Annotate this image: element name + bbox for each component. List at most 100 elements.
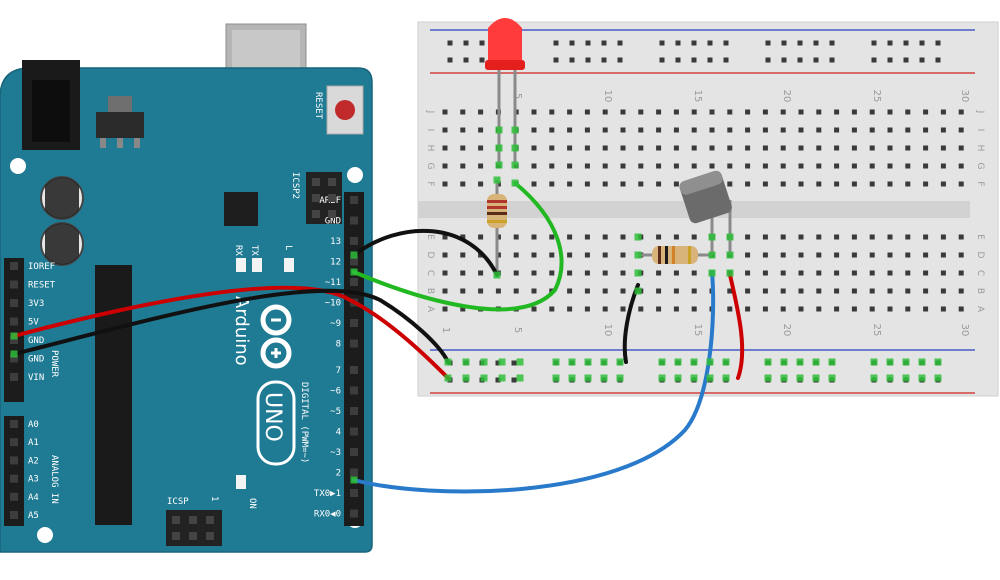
rail-hole xyxy=(871,40,877,46)
rail-hole xyxy=(903,40,909,46)
breadboard-hole xyxy=(923,163,929,169)
breadboard-hole xyxy=(798,306,804,312)
column-number: 5 xyxy=(512,93,523,99)
row-letter: A xyxy=(975,306,985,313)
column-number: 15 xyxy=(692,324,703,337)
connection-dot xyxy=(511,179,519,187)
breadboard-hole xyxy=(442,306,448,312)
header-pin xyxy=(350,216,358,225)
wire-gnd-rail[interactable] xyxy=(12,288,450,364)
breadboard-hole xyxy=(709,145,715,151)
breadboard-hole xyxy=(940,109,946,115)
tilt-sensor[interactable] xyxy=(678,169,733,255)
breadboard-hole xyxy=(584,288,590,294)
breadboard-hole xyxy=(460,127,466,133)
breadboard-hole xyxy=(460,109,466,115)
breadboard-hole xyxy=(478,145,484,151)
connection-dot xyxy=(726,251,734,259)
pin-label: ~11 xyxy=(325,278,341,288)
wire-pin13-led[interactable] xyxy=(352,181,564,312)
breadboard-hole xyxy=(549,270,555,276)
breadboard-hole xyxy=(513,288,519,294)
breadboard-hole xyxy=(762,145,768,151)
rail-hole xyxy=(617,40,623,46)
rail-hole xyxy=(797,40,803,46)
pin-label: 12 xyxy=(330,258,341,268)
breadboard-hole xyxy=(442,163,448,169)
breadboard-hole xyxy=(460,234,466,240)
breadboard-hole xyxy=(531,306,537,312)
breadboard-hole xyxy=(620,163,626,169)
breadboard-hole xyxy=(567,145,573,151)
rail-hole xyxy=(553,40,559,46)
breadboard-hole xyxy=(940,288,946,294)
rail-hole xyxy=(781,57,787,63)
pin-label: RESET xyxy=(28,281,56,291)
breadboard-hole xyxy=(549,306,555,312)
resistor-band xyxy=(487,212,507,215)
wire-gnd-resistor[interactable] xyxy=(352,228,499,277)
breadboard-hole xyxy=(745,145,751,151)
rail-hole xyxy=(495,360,501,366)
wire-pin2-sensor[interactable] xyxy=(352,270,716,494)
breadboard-hole xyxy=(567,288,573,294)
breadboard-hole xyxy=(869,145,875,151)
breadboard-hole xyxy=(816,306,822,312)
rail-hole xyxy=(617,57,623,63)
rx-led xyxy=(236,258,246,272)
breadboard-hole xyxy=(745,127,751,133)
breadboard-hole xyxy=(851,288,857,294)
breadboard-hole xyxy=(905,234,911,240)
icsp-pin xyxy=(189,516,197,524)
breadboard-hole xyxy=(762,181,768,187)
rail-hole xyxy=(659,40,665,46)
breadboard-hole xyxy=(442,252,448,258)
header-pin xyxy=(350,257,358,266)
header-pin xyxy=(10,354,18,363)
connection-dot xyxy=(812,374,820,382)
breadboard-hole xyxy=(620,252,626,258)
row-letter: J xyxy=(425,110,435,114)
led-dome xyxy=(488,18,522,64)
resistor-led[interactable] xyxy=(487,180,507,270)
rail-hole xyxy=(871,57,877,63)
breadboard-hole xyxy=(940,127,946,133)
breadboard-hole xyxy=(638,145,644,151)
microcontroller-chip xyxy=(95,265,132,525)
breadboard-hole xyxy=(691,145,697,151)
wire-sensor-power[interactable] xyxy=(728,273,745,380)
connection-dot xyxy=(796,374,804,382)
rail-hole xyxy=(707,40,713,46)
breadboard-hole xyxy=(442,270,448,276)
pin-label: 5V xyxy=(28,318,39,328)
icsp-pin xyxy=(206,516,214,524)
pin-label: ~10 xyxy=(325,299,341,309)
breadboard-hole xyxy=(887,288,893,294)
breadboard-hole xyxy=(460,306,466,312)
resistor-band xyxy=(672,246,675,264)
breadboard-hole xyxy=(673,181,679,187)
rail-hole xyxy=(601,57,607,63)
breadboard-hole xyxy=(709,109,715,115)
resistor-sensor[interactable] xyxy=(638,246,712,264)
breadboard-hole xyxy=(958,306,964,312)
breadboard-hole xyxy=(887,127,893,133)
breadboard-hole xyxy=(745,163,751,169)
breadboard-hole xyxy=(691,288,697,294)
breadboard-hole xyxy=(620,288,626,294)
pin-label: A1 xyxy=(28,438,39,448)
breadboard-hole xyxy=(816,288,822,294)
breadboard-hole xyxy=(638,163,644,169)
breadboard-hole xyxy=(549,163,555,169)
breadboard-hole xyxy=(442,145,448,151)
breadboard-hole xyxy=(531,288,537,294)
breadboard-hole xyxy=(567,234,573,240)
breadboard-hole xyxy=(584,270,590,276)
icsp-header xyxy=(166,510,222,546)
column-number: 15 xyxy=(692,90,703,103)
breadboard-hole xyxy=(869,270,875,276)
power-label: POWER xyxy=(49,350,59,378)
reset-button-cap[interactable] xyxy=(335,100,355,120)
breadboard-hole xyxy=(816,270,822,276)
breadboard-hole xyxy=(656,145,662,151)
